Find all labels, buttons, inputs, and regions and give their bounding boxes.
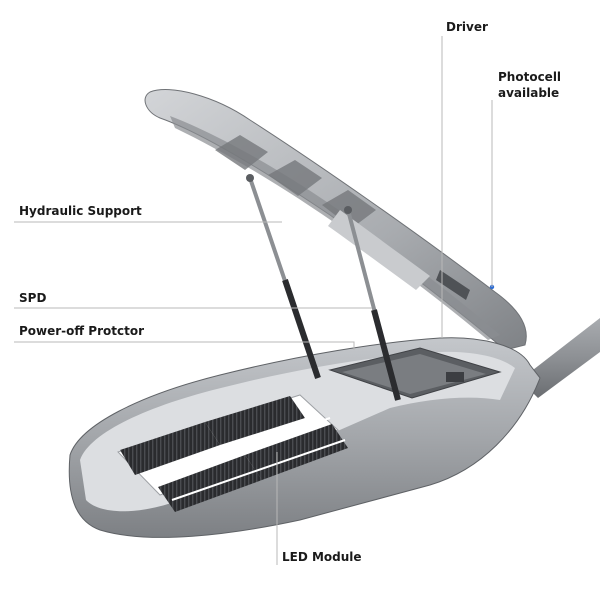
leader-line-power-off	[14, 341, 355, 350]
label-driver: Driver	[446, 20, 488, 34]
led-module	[117, 394, 348, 512]
label-hydraulic-support: Hydraulic Support	[19, 204, 142, 218]
label-led-module: LED Module	[282, 550, 362, 564]
opened-lid	[144, 89, 527, 351]
hydraulic-support-struts	[246, 174, 401, 401]
driver-compartment	[328, 347, 502, 399]
label-photocell-line1: Photocell	[498, 70, 562, 84]
label-photocell-line2: available	[498, 86, 560, 100]
leader-lines	[14, 36, 493, 565]
label-power-off-protector: Power-off Protctor	[19, 324, 145, 338]
label-spd: SPD	[19, 291, 47, 305]
label-photocell: Photocell available	[498, 69, 561, 101]
